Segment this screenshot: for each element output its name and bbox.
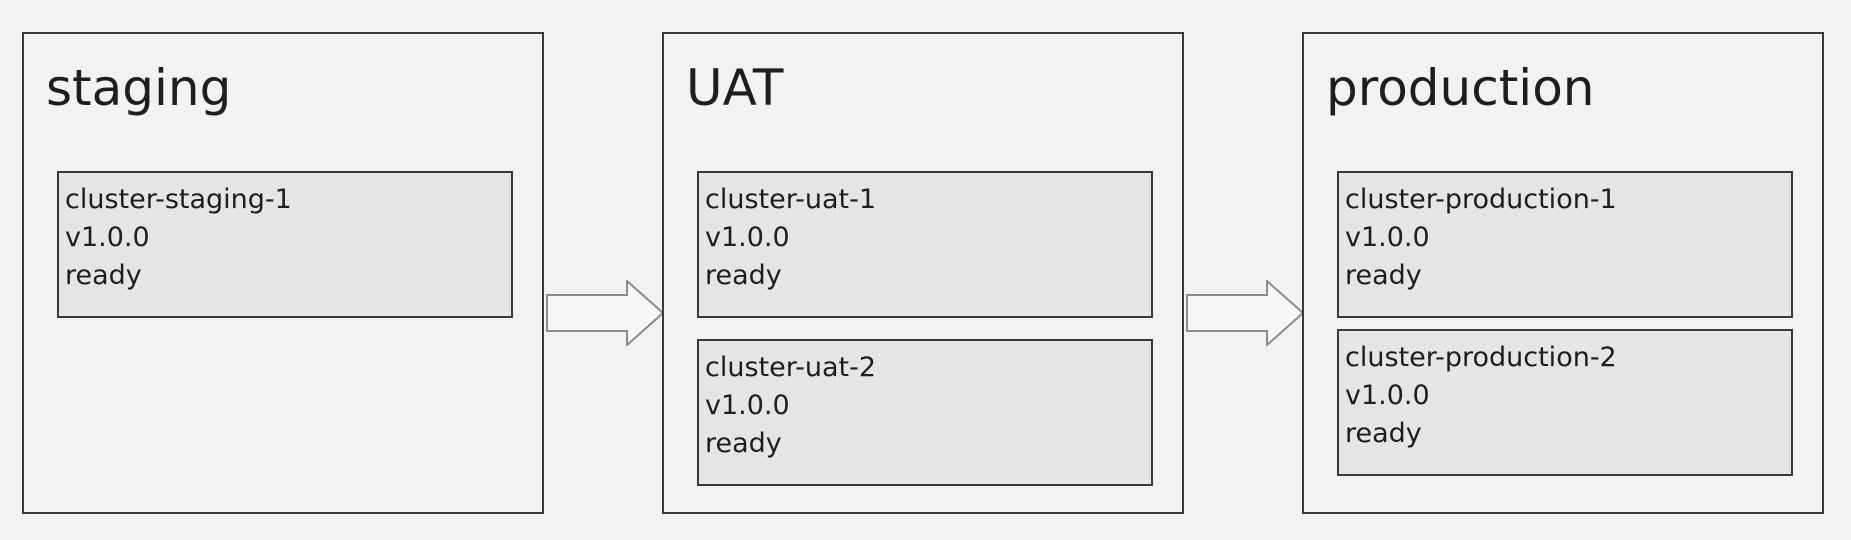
cluster-version: v1.0.0 bbox=[1345, 222, 1430, 253]
cluster-version: v1.0.0 bbox=[705, 222, 790, 253]
stage-title: production bbox=[1326, 59, 1595, 117]
cluster-status: ready bbox=[65, 260, 142, 291]
cluster-status: ready bbox=[705, 260, 782, 291]
cluster-name: cluster-staging-1 bbox=[65, 184, 292, 215]
stage-title: UAT bbox=[686, 59, 784, 117]
cluster-name: cluster-uat-1 bbox=[705, 184, 877, 215]
cluster-card: cluster-production-1 v1.0.0 ready bbox=[1337, 171, 1793, 318]
stage-uat: UAT cluster-uat-1 v1.0.0 ready cluster-u… bbox=[662, 32, 1184, 514]
cluster-card: cluster-uat-2 v1.0.0 ready bbox=[697, 339, 1153, 486]
cluster-status: ready bbox=[1345, 418, 1422, 449]
stage-production: production cluster-production-1 v1.0.0 r… bbox=[1302, 32, 1824, 514]
cluster-version: v1.0.0 bbox=[65, 222, 150, 253]
cluster-card: cluster-uat-1 v1.0.0 ready bbox=[697, 171, 1153, 318]
cluster-status: ready bbox=[705, 428, 782, 459]
cluster-card: cluster-staging-1 v1.0.0 ready bbox=[57, 171, 513, 318]
promotion-arrow-staging-to-uat bbox=[546, 280, 664, 346]
stage-staging: staging cluster-staging-1 v1.0.0 ready bbox=[22, 32, 544, 514]
cluster-name: cluster-production-2 bbox=[1345, 342, 1617, 373]
cluster-name: cluster-uat-2 bbox=[705, 352, 877, 383]
stage-title: staging bbox=[46, 59, 232, 117]
cluster-name: cluster-production-1 bbox=[1345, 184, 1617, 215]
promotion-arrow-uat-to-production bbox=[1186, 280, 1304, 346]
cluster-version: v1.0.0 bbox=[1345, 380, 1430, 411]
cluster-status: ready bbox=[1345, 260, 1422, 291]
cluster-card: cluster-production-2 v1.0.0 ready bbox=[1337, 329, 1793, 476]
cluster-version: v1.0.0 bbox=[705, 390, 790, 421]
